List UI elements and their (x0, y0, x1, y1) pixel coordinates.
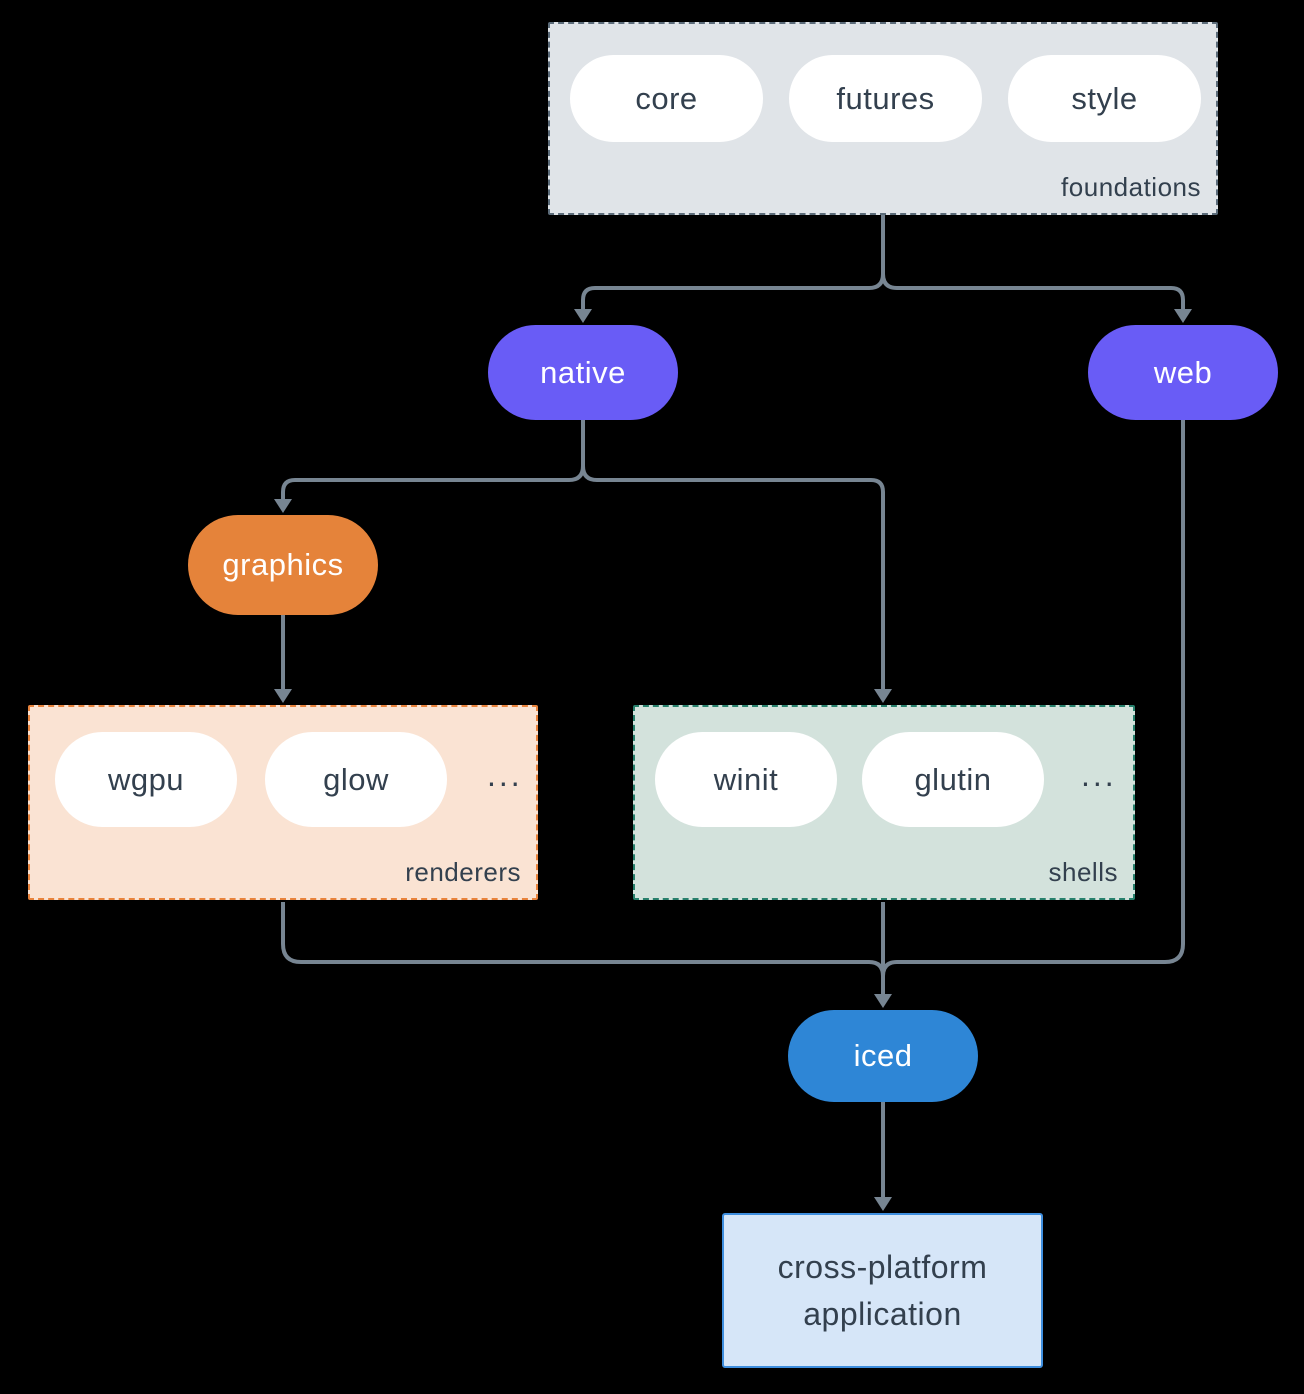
connector-foundations-split (574, 215, 1192, 323)
shells-group-label: shells (1048, 857, 1118, 887)
node-graphics: graphics (188, 515, 378, 615)
shells-ellipsis: ... (1081, 757, 1117, 793)
node-core: core (570, 55, 763, 142)
application-label-line2: application (803, 1295, 962, 1332)
renderers-group: wgpu glow ... renderers (28, 705, 538, 900)
application-label-line1: cross-platform (777, 1248, 988, 1285)
node-web: web (1088, 325, 1278, 420)
node-winit: winit (655, 732, 837, 827)
foundations-group-label: foundations (1061, 172, 1201, 202)
shells-group: winit glutin ... shells (633, 705, 1135, 900)
shells-pill-row: winit glutin ... (635, 707, 1133, 827)
connector-merge-iced (281, 420, 1185, 1008)
renderers-pill-row: wgpu glow ... (30, 707, 536, 827)
node-futures: futures (789, 55, 982, 142)
renderers-group-label: renderers (405, 857, 521, 887)
cross-platform-application-box: cross-platform application (722, 1213, 1043, 1368)
connector-native-split (274, 420, 892, 703)
node-style: style (1008, 55, 1201, 142)
connector-graphics-renderers (274, 615, 292, 703)
node-native: native (488, 325, 678, 420)
foundations-group: core futures style foundations (548, 22, 1218, 215)
renderers-ellipsis: ... (487, 757, 523, 793)
foundations-pill-row: core futures style (550, 24, 1216, 142)
connector-iced-application (874, 1102, 892, 1211)
node-glutin: glutin (862, 732, 1044, 827)
node-wgpu: wgpu (55, 732, 237, 827)
node-glow: glow (265, 732, 447, 827)
node-iced: iced (788, 1010, 978, 1102)
